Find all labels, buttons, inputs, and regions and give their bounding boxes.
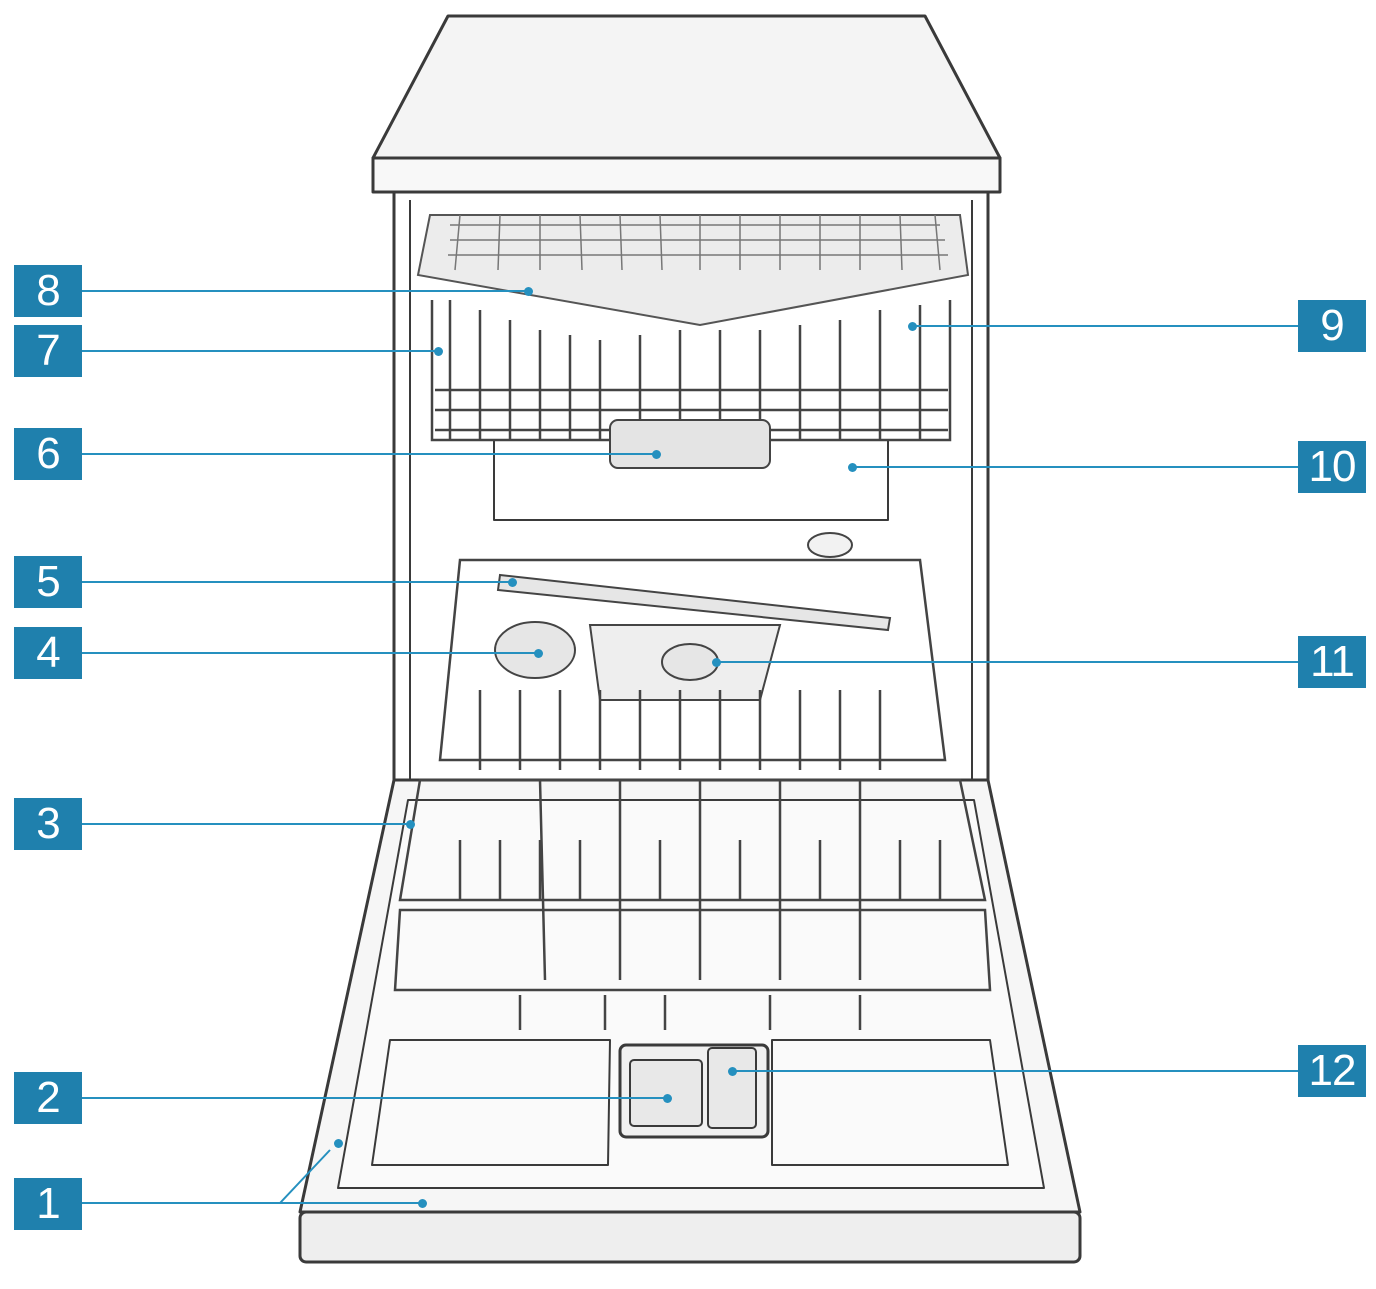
leader-line-3: [82, 823, 410, 825]
leader-line-5: [82, 581, 512, 583]
cutlery-drawer: [418, 215, 968, 325]
leader-line-10: [852, 466, 1298, 468]
leader-line-8: [82, 290, 528, 292]
tub-outlet: [808, 533, 852, 557]
leader-dot-4: [534, 649, 543, 658]
leader-dot-8: [524, 287, 533, 296]
upper-spray-arm-hub: [610, 420, 770, 468]
leader-dot-1a: [418, 1199, 427, 1208]
leader-dot-2: [663, 1094, 672, 1103]
leader-line-1: [280, 1202, 422, 1204]
callout-badge-3: 3: [14, 798, 82, 850]
callout-badge-6: 6: [14, 428, 82, 480]
leader-line-4: [82, 652, 538, 654]
leader-line-6: [82, 453, 656, 455]
leader-dot-10: [848, 463, 857, 472]
callout-badge-1: 1: [14, 1178, 82, 1230]
leader-line-12: [732, 1070, 1298, 1072]
leader-line-9: [912, 325, 1298, 327]
leader-1-split: [82, 1150, 330, 1203]
detergent-compartment: [630, 1060, 702, 1126]
lower-spray-arm: [498, 575, 890, 630]
callout-badge-9: 9: [1298, 300, 1366, 352]
leader-dot-1b: [334, 1139, 343, 1148]
leader-line-11: [716, 661, 1298, 663]
leader-dot-5: [508, 578, 517, 587]
callout-badge-8: 8: [14, 265, 82, 317]
callout-badge-5: 5: [14, 556, 82, 608]
door-base: [300, 1212, 1080, 1262]
callout-badge-10: 10: [1298, 441, 1366, 493]
leader-dot-6: [652, 450, 661, 459]
leader-dot-7: [434, 347, 443, 356]
callout-badge-11: 11: [1298, 636, 1366, 688]
leader-dot-12: [728, 1067, 737, 1076]
leader-line-7: [82, 350, 438, 352]
callout-badge-4: 4: [14, 627, 82, 679]
rinse-aid-compartment: [708, 1048, 756, 1128]
leader-dot-11: [712, 658, 721, 667]
leader-dot-3: [406, 820, 415, 829]
worktop-front: [373, 158, 1000, 192]
filter-center: [662, 644, 718, 680]
callout-badge-12: 12: [1298, 1045, 1366, 1097]
callout-badge-7: 7: [14, 325, 82, 377]
leader-dot-9: [908, 322, 917, 331]
leader-line-2: [82, 1097, 667, 1099]
callout-badge-2: 2: [14, 1072, 82, 1124]
worktop-top: [373, 16, 1000, 158]
